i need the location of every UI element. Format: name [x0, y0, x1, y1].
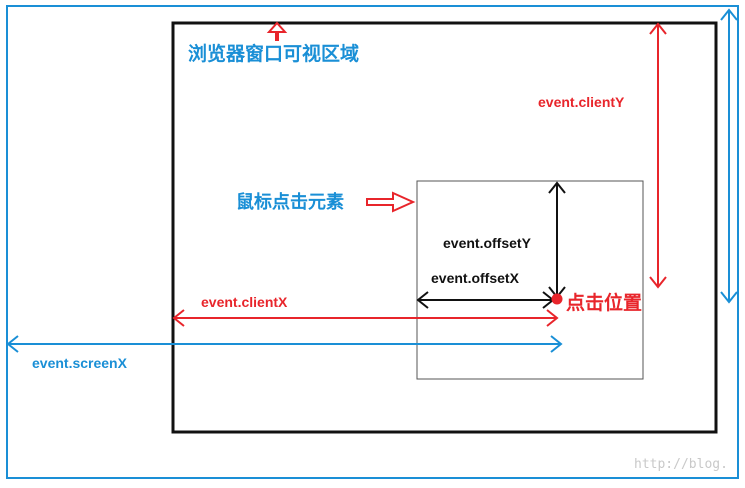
viewport-pointer-arrow	[266, 21, 288, 41]
screen-boundary	[6, 5, 739, 479]
screen-x-label: event.screenX	[32, 355, 128, 371]
viewport-label: 浏览器窗口可视区域	[188, 42, 359, 65]
element-pointer-arrow	[366, 191, 416, 213]
screen-x-arrow	[6, 335, 563, 353]
viewport-boundary	[171, 21, 718, 434]
watermark-text: http://blog.	[634, 457, 728, 472]
offset-y-label: event.offsetY	[443, 235, 532, 251]
offset-x-arrow	[416, 291, 555, 309]
offset-y-arrow	[548, 181, 566, 299]
client-y-label: event.clientY	[538, 94, 625, 110]
client-y-arrow	[649, 22, 667, 289]
client-x-label: event.clientX	[201, 294, 288, 310]
click-point-marker	[551, 293, 563, 305]
screen-y-arrow	[720, 8, 738, 304]
offset-x-label: event.offsetX	[431, 270, 520, 286]
client-x-arrow	[172, 309, 559, 327]
target-element-box	[416, 180, 644, 380]
target-element-label: 鼠标点击元素	[236, 191, 344, 212]
click-position-label: 点击位置	[566, 291, 642, 314]
